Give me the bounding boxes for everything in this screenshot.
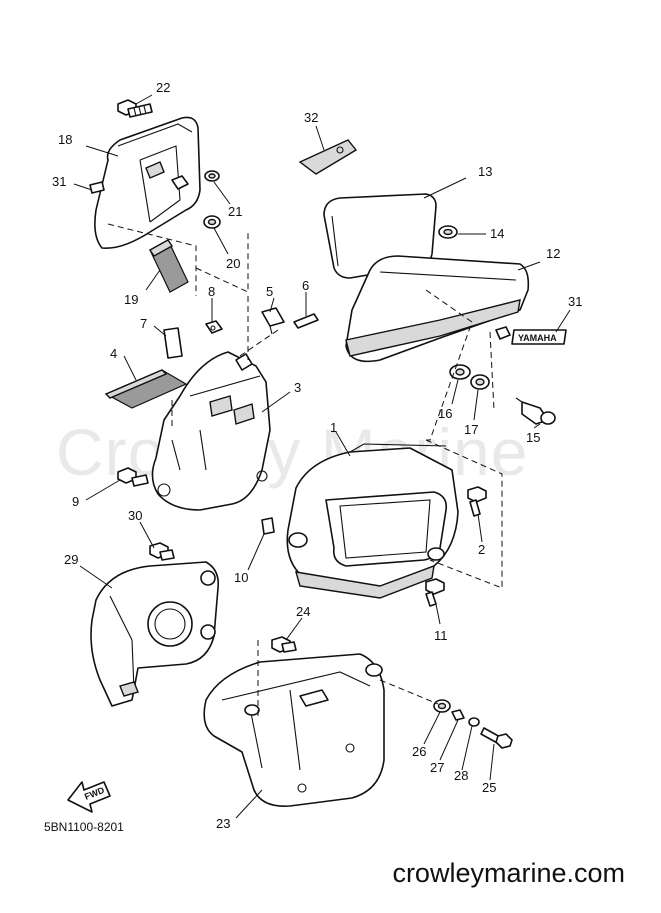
callout-29: 29 bbox=[64, 552, 78, 567]
callout-2: 2 bbox=[478, 542, 485, 557]
part-2-bolt[interactable] bbox=[467, 486, 487, 517]
part-11-bolt[interactable] bbox=[425, 578, 445, 607]
fwd-arrow: FWD bbox=[67, 781, 111, 813]
part-29-lower-cover[interactable] bbox=[90, 561, 220, 707]
callout-31-left: 31 bbox=[52, 174, 66, 189]
part-18-cover[interactable] bbox=[89, 116, 201, 249]
callout-30: 30 bbox=[128, 508, 142, 523]
part-16-nut[interactable] bbox=[449, 364, 471, 380]
callout-13: 13 bbox=[478, 164, 492, 179]
callout-28: 28 bbox=[454, 768, 468, 783]
part-9-bolt[interactable] bbox=[117, 467, 149, 487]
callout-32: 32 bbox=[304, 110, 318, 125]
part-4-pad[interactable] bbox=[104, 369, 188, 409]
part-28-washer[interactable] bbox=[468, 717, 480, 727]
callout-27: 27 bbox=[430, 760, 444, 775]
part-27-collar[interactable] bbox=[451, 709, 465, 721]
callout-10: 10 bbox=[234, 570, 248, 585]
callout-9: 9 bbox=[72, 494, 79, 509]
part-6-pin[interactable] bbox=[293, 313, 319, 329]
part-30-bolt[interactable] bbox=[149, 542, 175, 561]
part-21-grommet[interactable] bbox=[204, 170, 220, 182]
callout-3: 3 bbox=[294, 380, 301, 395]
part-8-nut[interactable] bbox=[205, 320, 223, 334]
callout-25: 25 bbox=[482, 780, 496, 795]
part-15-fitting[interactable] bbox=[515, 397, 556, 425]
part-14-grommet[interactable] bbox=[438, 225, 458, 239]
callout-23: 23 bbox=[216, 816, 230, 831]
part-32-clip[interactable] bbox=[298, 139, 358, 175]
callout-26: 26 bbox=[412, 744, 426, 759]
callout-24: 24 bbox=[296, 604, 310, 619]
part-10-clip[interactable] bbox=[261, 517, 275, 535]
part-17-grommet[interactable] bbox=[470, 374, 490, 390]
callout-11: 11 bbox=[434, 628, 448, 643]
callout-labels: 22 18 31 21 20 19 32 13 14 12 31 16 17 1… bbox=[52, 80, 582, 831]
part-25-bolt[interactable] bbox=[480, 727, 513, 749]
callout-15: 15 bbox=[526, 430, 540, 445]
part-24-bolt[interactable] bbox=[271, 636, 297, 653]
document-code: 5BN1100-8201 bbox=[44, 820, 124, 834]
assembly-lines bbox=[107, 223, 503, 720]
part-23-bottom-cover[interactable] bbox=[203, 653, 385, 807]
leader-lines bbox=[73, 94, 571, 819]
part-20-grommet[interactable] bbox=[203, 215, 221, 229]
callout-16: 16 bbox=[438, 406, 452, 421]
site-url[interactable]: crowleymarine.com bbox=[392, 858, 625, 888]
emblem-text: YAMAHA bbox=[518, 333, 557, 343]
part-31-emblem[interactable]: YAMAHA bbox=[511, 329, 567, 345]
callout-31-right: 31 bbox=[568, 294, 582, 309]
callout-22: 22 bbox=[156, 80, 170, 95]
part-22-bolt[interactable] bbox=[117, 99, 153, 118]
part-12-side-cover[interactable] bbox=[345, 255, 530, 363]
part-5-bracket[interactable] bbox=[261, 307, 285, 335]
callout-12: 12 bbox=[546, 246, 560, 261]
callout-18: 18 bbox=[58, 132, 72, 147]
callout-1: 1 bbox=[330, 420, 337, 435]
callout-17: 17 bbox=[464, 422, 478, 437]
callout-21: 21 bbox=[228, 204, 242, 219]
callout-4: 4 bbox=[110, 346, 117, 361]
part-1-cowling[interactable] bbox=[286, 443, 459, 599]
callout-7: 7 bbox=[140, 316, 147, 331]
callout-20: 20 bbox=[226, 256, 240, 271]
callout-8: 8 bbox=[208, 284, 215, 299]
part-26-grommet[interactable] bbox=[433, 699, 451, 713]
callout-6: 6 bbox=[302, 278, 309, 293]
part-19-pad[interactable] bbox=[148, 239, 189, 293]
callout-19: 19 bbox=[124, 292, 138, 307]
part-7-plate[interactable] bbox=[163, 327, 183, 359]
callout-14: 14 bbox=[490, 226, 504, 241]
callout-5: 5 bbox=[266, 284, 273, 299]
